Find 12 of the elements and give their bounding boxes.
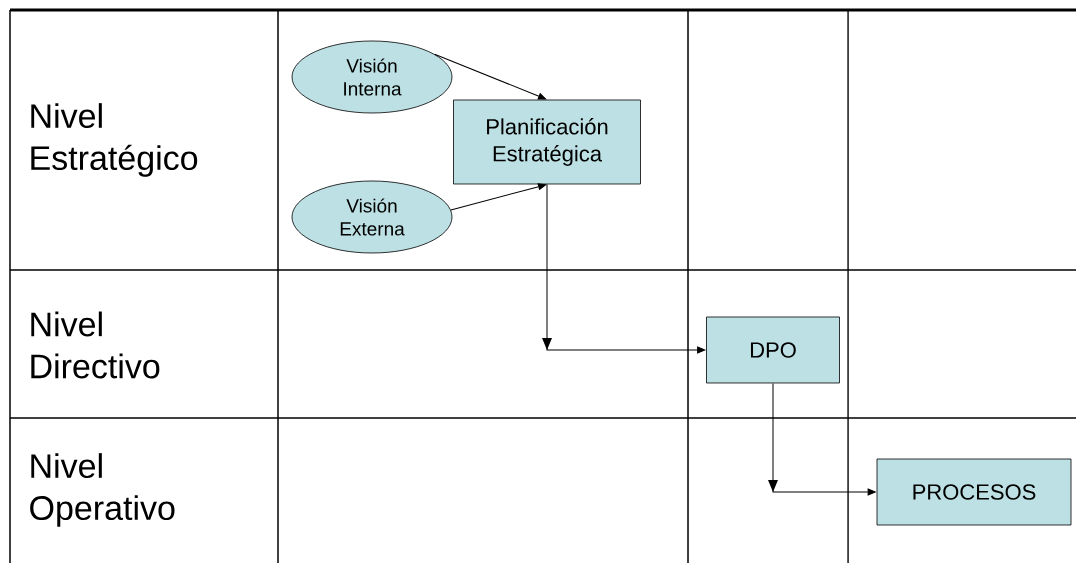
ellipse-node: Visión Interna: [291, 40, 453, 114]
row-label: Nivel Estratégico: [31, 103, 198, 177]
process-box: Planificación Estratégica: [453, 99, 641, 185]
ellipse-node: Visión Externa: [291, 180, 453, 254]
arrow: [450, 183, 547, 211]
elbow-arrow: [768, 382, 876, 496]
process-box: DPO: [706, 316, 840, 384]
arrow: [434, 53, 547, 100]
elbow-arrow: [542, 183, 706, 354]
process-box: PROCESOS: [876, 458, 1072, 526]
row-label: Nivel Operativo: [30, 453, 175, 527]
row-label: Nivel Directivo: [31, 311, 160, 379]
